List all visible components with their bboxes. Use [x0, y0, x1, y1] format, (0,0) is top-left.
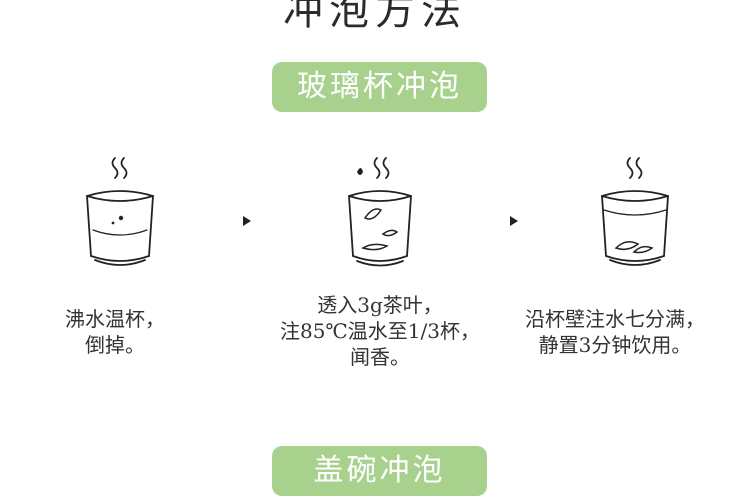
- step-3-line-2: 静置3分钟饮用。: [505, 332, 725, 358]
- arrow-right-icon: [510, 216, 518, 226]
- step-2-line-3: 闻香。: [245, 344, 515, 370]
- step-3-caption: 沿杯壁注水七分满， 静置3分钟饮用。: [505, 306, 725, 358]
- step-2-line-2: 注85℃温水至1/3杯，: [245, 318, 515, 344]
- step-1-line-1: 沸水温杯，: [50, 306, 180, 332]
- full-glass-cup-icon: [590, 148, 680, 273]
- step-1-caption: 沸水温杯， 倒掉。: [50, 306, 180, 358]
- section-label-gaiwan: 盖碗冲泡: [272, 446, 487, 496]
- section-label-glass-cup: 玻璃杯冲泡: [272, 62, 487, 112]
- glass-cup-with-tea-leaves-icon: [335, 148, 425, 273]
- steaming-glass-cup-icon: [75, 148, 165, 273]
- step-2-line-1: 透入3g茶叶，: [245, 292, 515, 318]
- step-3-line-1: 沿杯壁注水七分满，: [505, 306, 725, 332]
- step-2-caption: 透入3g茶叶， 注85℃温水至1/3杯， 闻香。: [245, 292, 515, 370]
- page-title: 冲泡方法: [0, 0, 750, 36]
- step-1-line-2: 倒掉。: [50, 332, 180, 358]
- arrow-right-icon: [243, 216, 251, 226]
